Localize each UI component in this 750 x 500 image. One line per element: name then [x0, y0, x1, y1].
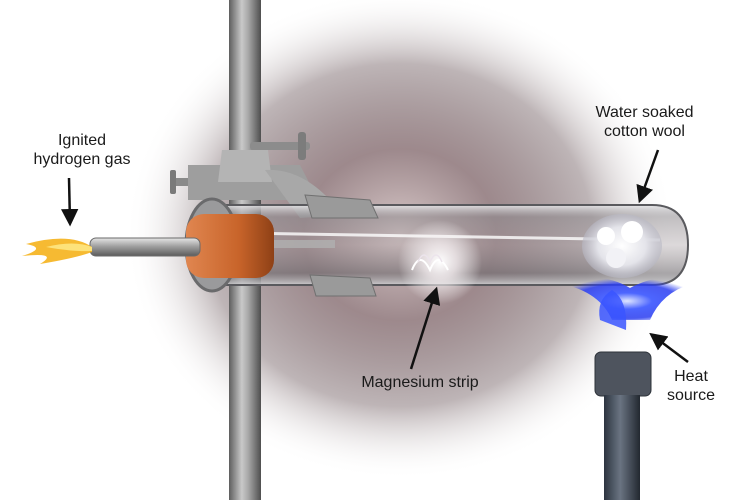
hydrogen-arrow [60, 177, 79, 227]
cotton-wool [582, 214, 662, 278]
label-line: source [666, 387, 716, 404]
hydrogen-flame [22, 238, 92, 264]
delivery-tube [89, 237, 201, 257]
label-line: Ignited [57, 132, 107, 149]
cotton-arrow [636, 149, 660, 204]
magnesium-arrow [409, 286, 441, 370]
rubber-bung [186, 214, 274, 278]
label-water-soaked-cotton-wool: Water soaked cotton wool [582, 103, 707, 141]
clamp-jaws [260, 194, 379, 297]
label-line: cotton wool [604, 123, 685, 140]
label-ignited-hydrogen-gas: Ignited hydrogen gas [22, 131, 142, 169]
label-heat-source: Heat source [650, 367, 732, 405]
heat-arrow [649, 332, 689, 363]
label-magnesium-strip: Magnesium strip [340, 373, 500, 392]
label-line: Magnesium strip [361, 374, 479, 391]
label-line: hydrogen gas [33, 151, 131, 168]
magnesium-strip [398, 220, 482, 304]
bunsen-burner [562, 277, 692, 500]
clamp-boss [170, 132, 345, 218]
label-line: Heat [674, 368, 708, 385]
label-line: Water soaked [595, 104, 694, 121]
